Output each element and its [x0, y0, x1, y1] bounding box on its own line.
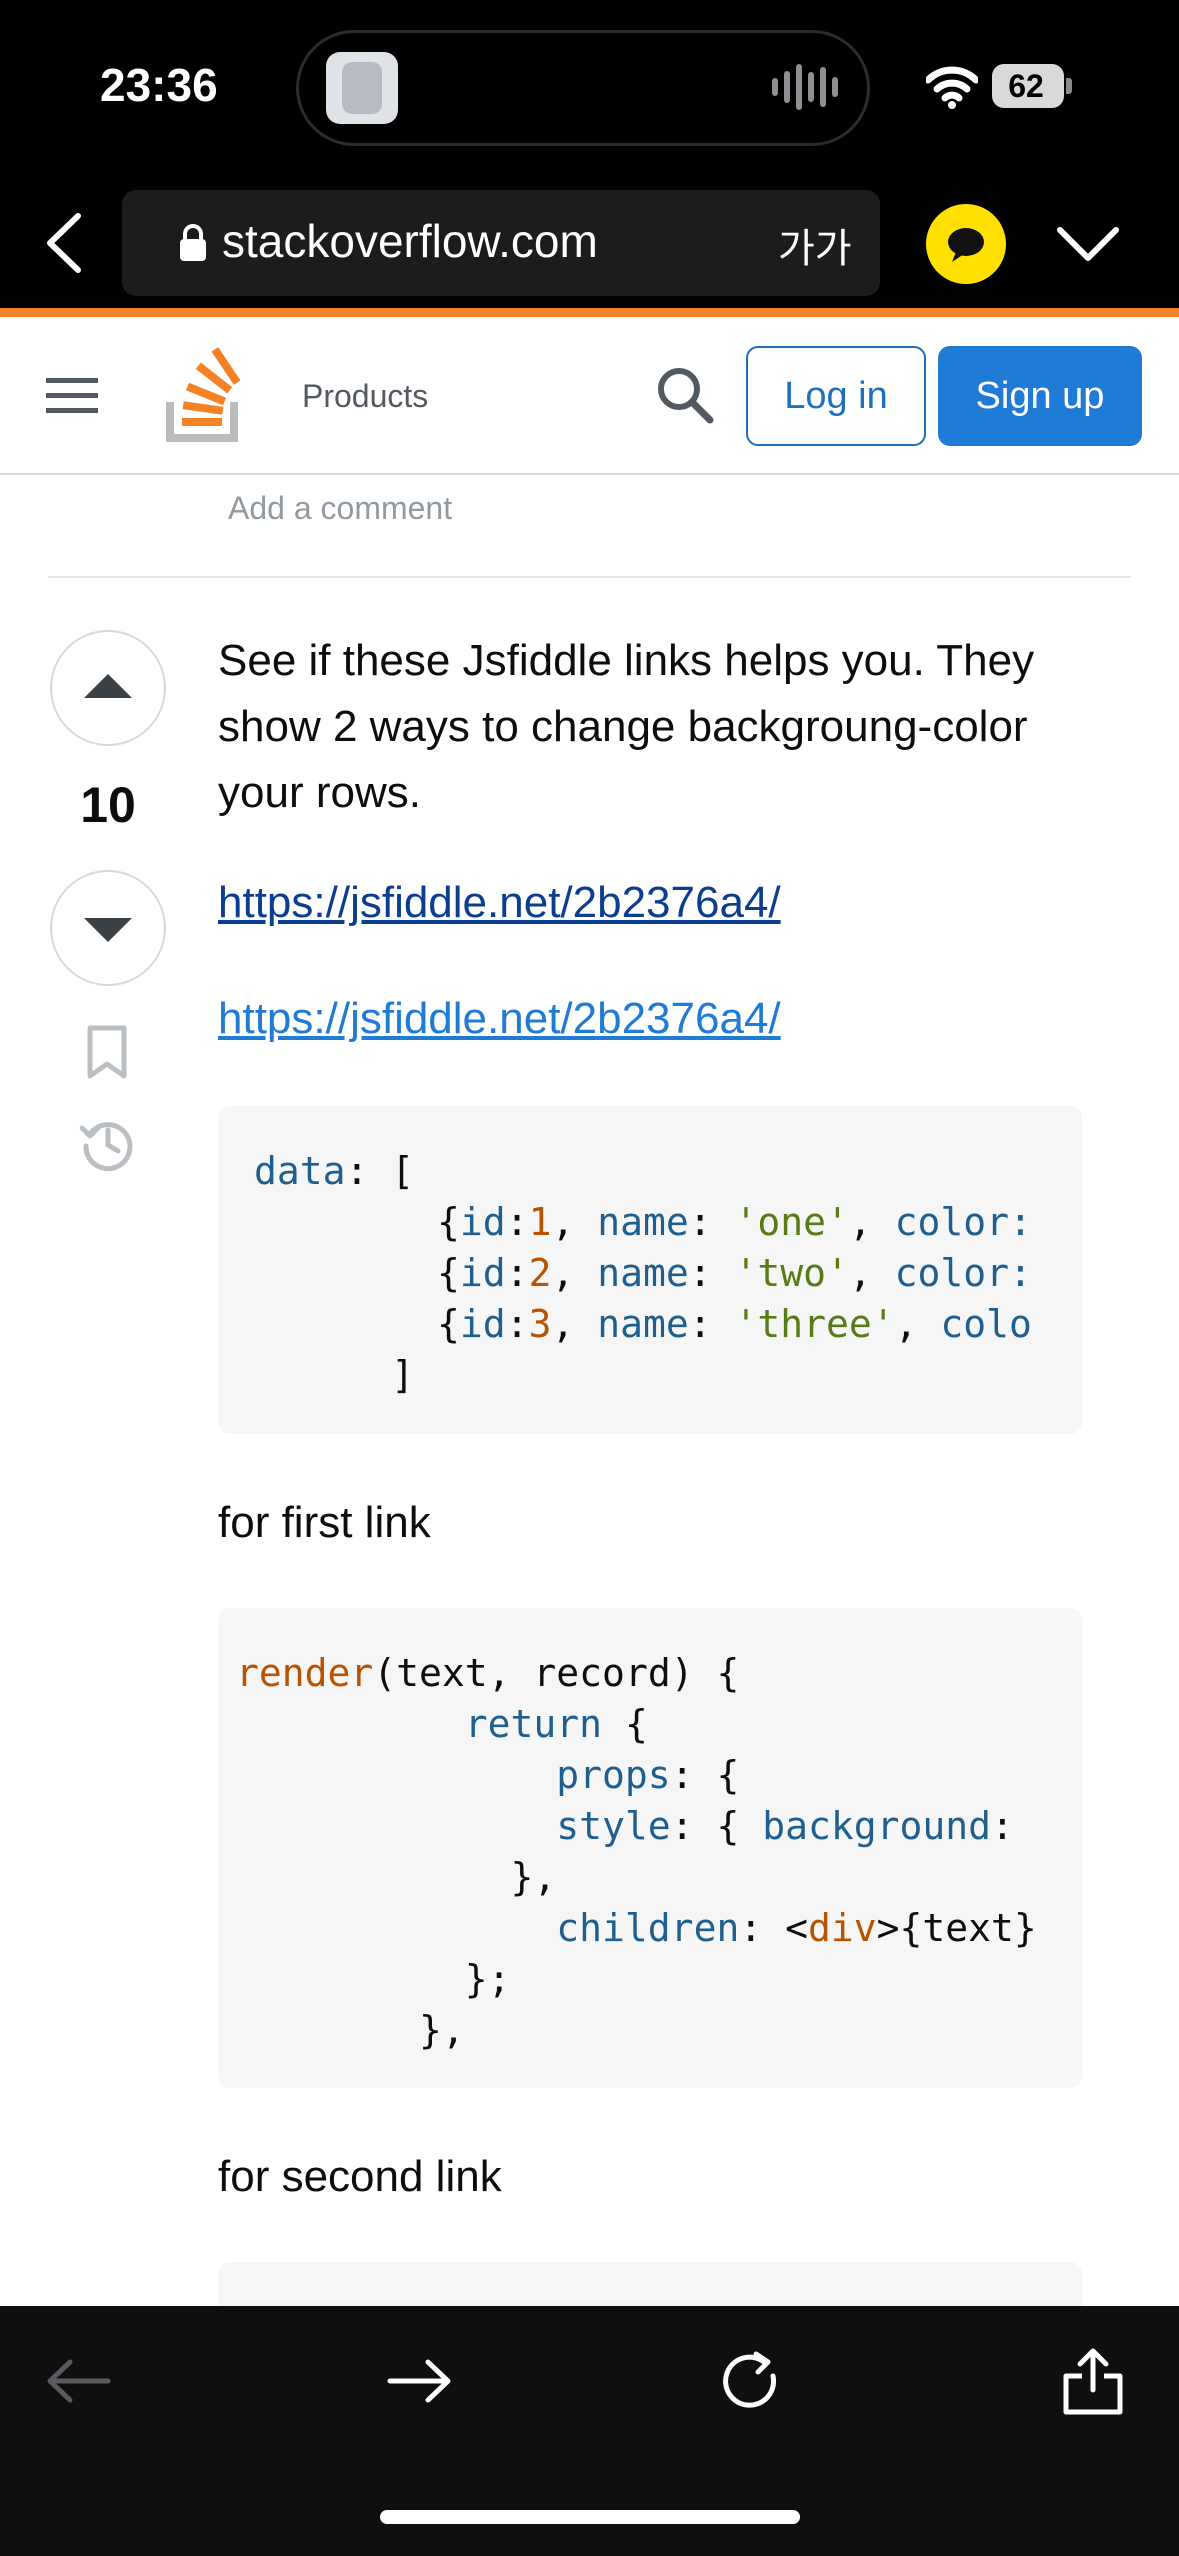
back-chevron-icon[interactable] — [40, 210, 90, 276]
code-token: data — [254, 1149, 346, 1193]
chat-bubble-icon — [948, 228, 984, 262]
triangle-up-icon — [84, 674, 132, 698]
battery-icon: 62 — [992, 64, 1072, 108]
code-block-data[interactable]: data: [ {id:1, name: 'one', color: {id:2… — [218, 1106, 1082, 1434]
sign-up-button[interactable]: Sign up — [938, 346, 1142, 446]
jsfiddle-link-2[interactable]: https://jsfiddle.net/2b2376a4/ — [218, 994, 781, 1043]
answer-body: See if these Jsfiddle links helps you. T… — [218, 636, 1035, 817]
code-token: (text, record) { — [373, 1651, 740, 1695]
code-token: 3 — [528, 1302, 552, 1346]
jsfiddle-link-1[interactable]: https://jsfiddle.net/2b2376a4/ — [218, 878, 781, 927]
code-token: 'two' — [734, 1251, 849, 1295]
code-token: div — [807, 1906, 877, 1950]
code-token: : [ — [345, 1149, 415, 1193]
home-indicator[interactable] — [380, 2510, 800, 2524]
code-token: background — [762, 1804, 991, 1848]
add-comment-link[interactable]: Add a comment — [228, 490, 453, 526]
code-token: 2 — [528, 1251, 552, 1295]
products-menu[interactable]: Products — [302, 378, 429, 414]
waveform-icon — [772, 62, 842, 112]
code-token: colo — [940, 1302, 1032, 1346]
page-load-accent-line — [0, 308, 1179, 317]
code-token: style — [556, 1804, 671, 1848]
code-token: props — [556, 1753, 671, 1797]
bookmark-icon[interactable] — [82, 1024, 132, 1080]
vote-count: 10 — [80, 777, 136, 833]
downvote-button[interactable] — [50, 870, 166, 986]
wifi-icon — [926, 66, 978, 109]
triangle-down-icon — [84, 918, 132, 942]
code-token: { — [602, 1702, 648, 1746]
log-in-button[interactable]: Log in — [746, 346, 926, 446]
code-token: color: — [894, 1200, 1032, 1244]
code-token: children — [556, 1906, 740, 1950]
chevron-down-icon[interactable] — [1056, 222, 1120, 266]
code-token: 1 — [528, 1200, 552, 1244]
arrow-left-icon[interactable] — [44, 2350, 114, 2412]
text-size-button[interactable]: 가가 — [778, 227, 852, 271]
code-token: color: — [894, 1251, 1032, 1295]
second-link-caption: for second link — [218, 2152, 502, 2201]
code-block-render[interactable]: render(text, record) { return { props: {… — [218, 1608, 1082, 2088]
code-token: >{text} — [876, 1906, 1037, 1950]
code-token: return — [464, 1702, 603, 1746]
history-icon[interactable] — [78, 1114, 136, 1172]
code-token: ] — [254, 1353, 415, 1397]
arrow-right-icon[interactable] — [384, 2350, 454, 2412]
code-token: 'three' — [734, 1302, 895, 1346]
hamburger-menu-icon[interactable] — [46, 376, 98, 416]
search-icon[interactable] — [654, 364, 716, 426]
stackoverflow-logo-icon[interactable] — [166, 344, 246, 444]
upvote-button[interactable] — [50, 630, 166, 746]
reload-icon[interactable] — [718, 2350, 788, 2412]
address-bar[interactable] — [122, 190, 880, 296]
lock-icon — [180, 224, 206, 261]
battery-level: 62 — [1008, 67, 1044, 104]
share-icon[interactable] — [1058, 2346, 1128, 2416]
code-token: 'one' — [734, 1200, 849, 1244]
answer-divider — [48, 576, 1131, 578]
first-link-caption: for first link — [218, 1498, 431, 1547]
url-text[interactable]: stackoverflow.com — [222, 215, 598, 267]
code-token: render — [236, 1651, 374, 1695]
status-time: 23:36 — [100, 59, 218, 111]
chat-button[interactable] — [926, 204, 1006, 284]
now-playing-thumbnail — [326, 52, 398, 124]
